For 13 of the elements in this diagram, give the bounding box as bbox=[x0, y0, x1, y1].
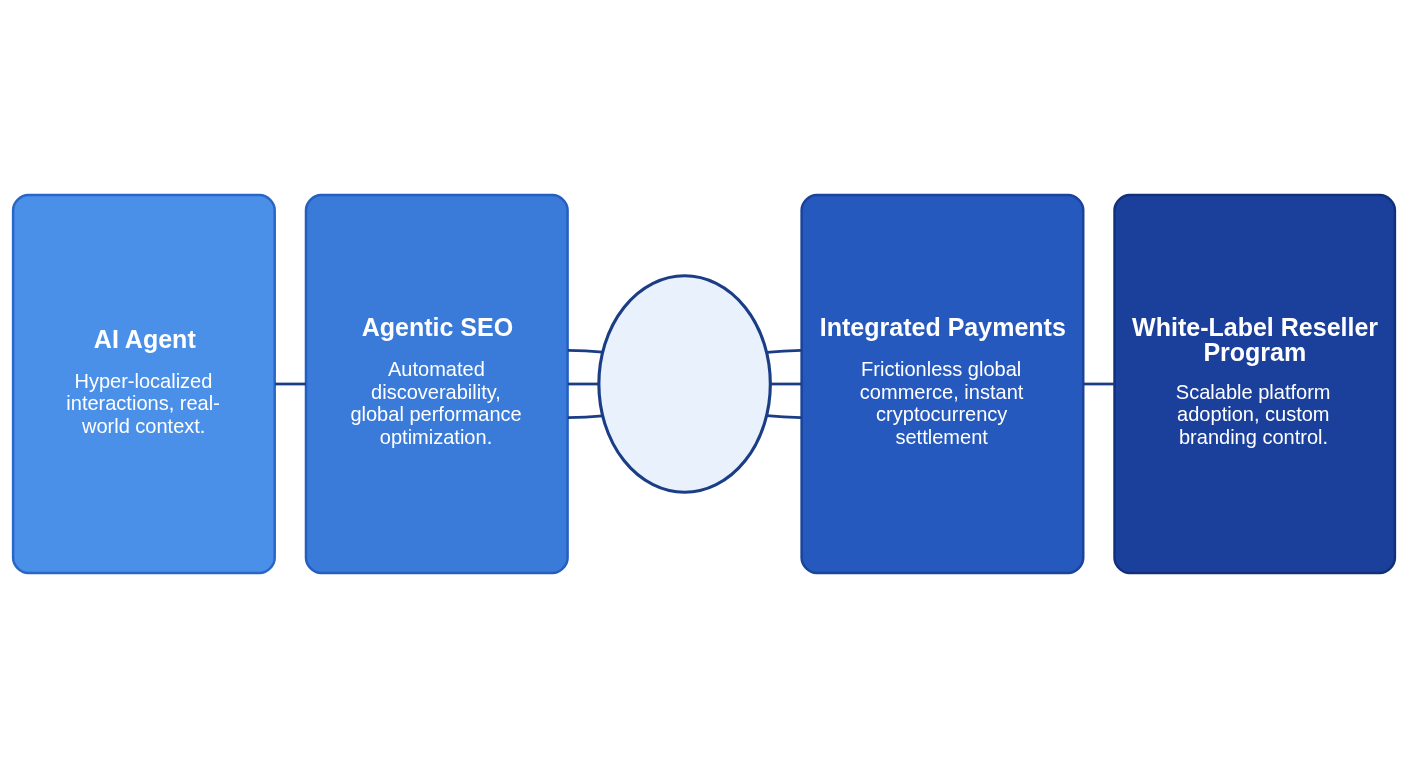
connector bbox=[766, 414, 802, 420]
node-box: Integrated Payments Frictionless global commerce, instant cryptocurrency settlement bbox=[800, 193, 1085, 575]
connector bbox=[567, 414, 603, 420]
node-circle bbox=[597, 274, 772, 494]
connector bbox=[1083, 382, 1115, 386]
connector bbox=[770, 382, 802, 386]
connector bbox=[275, 382, 306, 386]
connector bbox=[766, 348, 802, 354]
connector bbox=[567, 382, 599, 386]
node-box: Agentic SEO Automated discoverability, global performance optimization. bbox=[304, 193, 569, 575]
node-box: White-Label Reseller Program Scalable platform adoption, custom branding control. bbox=[1113, 193, 1397, 575]
node-box: AI Agent Hyper-localized interactions, real-world context. bbox=[11, 193, 276, 575]
connector bbox=[567, 348, 603, 354]
